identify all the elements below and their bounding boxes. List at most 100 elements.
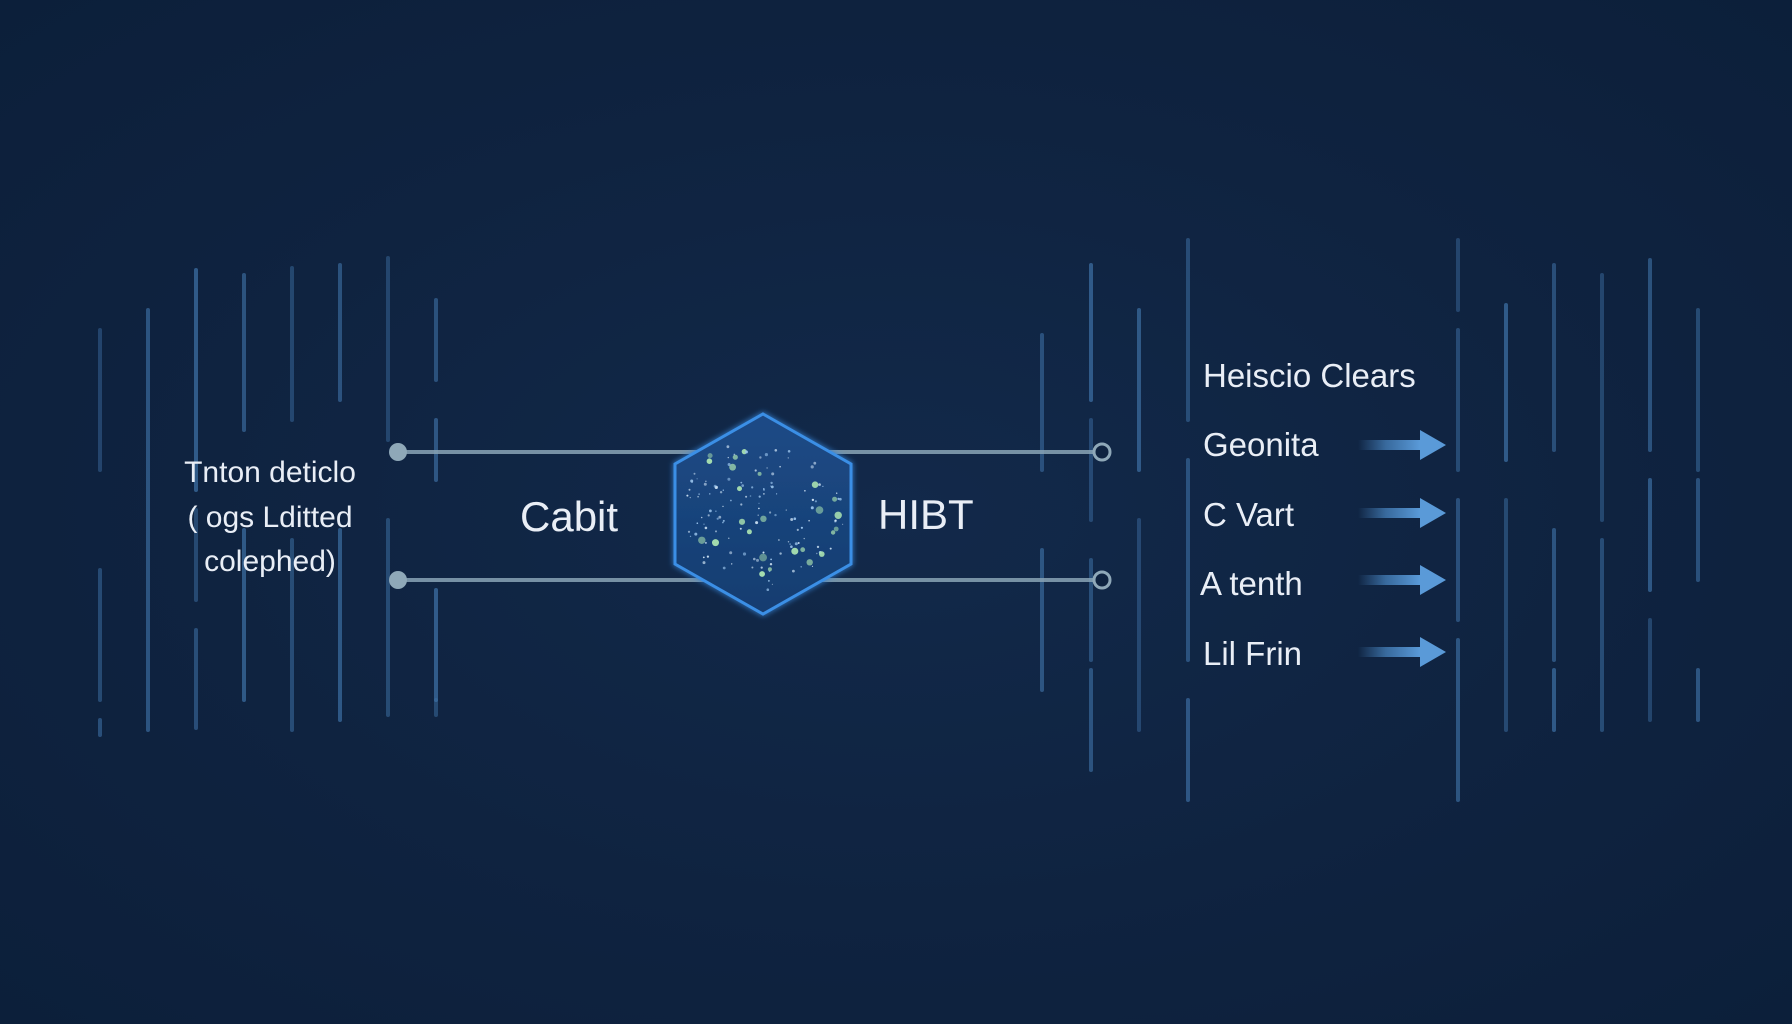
center-left-label: Cabit bbox=[520, 493, 618, 540]
hexagon-star bbox=[694, 532, 698, 536]
hexagon-star bbox=[759, 456, 762, 459]
hexagon-star bbox=[811, 565, 814, 568]
hexagon-star bbox=[758, 495, 761, 498]
hexagon-star bbox=[789, 543, 791, 545]
hexagon-star bbox=[738, 518, 746, 525]
hexagon-star bbox=[753, 557, 756, 561]
hexagon-star bbox=[688, 488, 691, 491]
hexagon-star bbox=[731, 563, 733, 565]
list-item: A tenth bbox=[1200, 565, 1446, 602]
hexagon-star bbox=[804, 490, 806, 492]
arrow-right-icon bbox=[1358, 430, 1446, 460]
list-item: C Vart bbox=[1203, 496, 1446, 533]
hexagon-star bbox=[787, 450, 791, 453]
hexagon-star bbox=[742, 552, 747, 556]
hexagon-star bbox=[709, 493, 711, 495]
hexagon-star bbox=[739, 527, 742, 530]
hexagon-star bbox=[722, 505, 724, 508]
hexagon-star bbox=[703, 523, 705, 525]
hexagon-star bbox=[740, 503, 743, 506]
hexagon-star bbox=[704, 541, 707, 544]
hexagon-star bbox=[760, 515, 767, 522]
list-item: Lil Frin bbox=[1203, 635, 1446, 672]
hexagon-star bbox=[730, 499, 732, 502]
hexagon-star bbox=[722, 521, 724, 524]
hexagon-star bbox=[787, 541, 790, 543]
hexagon-star bbox=[727, 456, 729, 459]
hexagon-star bbox=[769, 563, 773, 566]
hexagon-star bbox=[815, 506, 824, 514]
hexagon-star bbox=[690, 479, 694, 483]
hexagon-star bbox=[787, 457, 789, 459]
hexagon-star bbox=[756, 558, 759, 562]
hexagon-star bbox=[697, 495, 699, 498]
hexagon-star bbox=[722, 489, 724, 491]
hexagon-star bbox=[834, 519, 837, 522]
hexagon-star bbox=[814, 500, 818, 503]
hexagon-star bbox=[811, 481, 819, 489]
hexagon-star bbox=[770, 485, 774, 489]
hexagon-star bbox=[715, 510, 717, 512]
hexagon-star bbox=[778, 539, 780, 541]
arrow-right-icon bbox=[1358, 498, 1446, 528]
list-item-label: A tenth bbox=[1200, 565, 1303, 602]
list-item-label: C Vart bbox=[1203, 496, 1294, 533]
hexagon-star bbox=[791, 547, 799, 555]
hexagon-star bbox=[790, 545, 793, 548]
hexagon-star bbox=[776, 493, 778, 495]
hexagon-star bbox=[745, 450, 748, 454]
hexagon-star bbox=[834, 511, 842, 519]
hexagon-star bbox=[696, 478, 698, 480]
hexagon-shape bbox=[673, 412, 853, 616]
hexagon-star bbox=[755, 521, 759, 525]
hexagon-star bbox=[719, 491, 723, 494]
hexagon-star bbox=[727, 463, 731, 466]
hexagon-star bbox=[796, 528, 799, 532]
hexagon-star bbox=[709, 509, 712, 513]
hexagon-star bbox=[745, 495, 748, 498]
hexagon-star bbox=[762, 551, 765, 554]
hexagon-star bbox=[800, 526, 804, 529]
hexagon-star bbox=[800, 566, 802, 568]
hexagon-star bbox=[837, 497, 840, 500]
hexagon-star bbox=[757, 471, 762, 476]
hexagon-star bbox=[713, 484, 717, 488]
hexagon-star bbox=[729, 551, 733, 555]
right-list-heading: Heiscio Clears bbox=[1203, 357, 1416, 394]
hexagon-star bbox=[766, 588, 770, 591]
hexagon-star bbox=[770, 558, 772, 561]
hexagon-star bbox=[810, 465, 814, 469]
starfield-hexagon-icon bbox=[673, 412, 853, 616]
hexagon-star bbox=[767, 567, 772, 572]
hexagon-star bbox=[758, 507, 760, 510]
hexagon-star bbox=[722, 519, 725, 522]
hexagon-star bbox=[700, 516, 703, 519]
background-stripes bbox=[98, 238, 1700, 802]
hexagon-star bbox=[808, 519, 810, 522]
hexagon-star bbox=[764, 453, 769, 457]
list-item: Geonita bbox=[1203, 426, 1446, 463]
hexagon-star bbox=[740, 481, 743, 484]
hexagon-star bbox=[693, 472, 696, 475]
left-note-line-1: Tnton deticlo bbox=[184, 456, 356, 489]
hexagon-star bbox=[698, 536, 706, 544]
hexagon-star bbox=[779, 552, 782, 555]
hexagon-star bbox=[842, 523, 844, 525]
hexagon-star bbox=[706, 555, 710, 558]
hexagon-star bbox=[718, 515, 722, 519]
hexagon-star bbox=[811, 498, 815, 502]
hexagon-star bbox=[760, 566, 763, 569]
hexagon-star bbox=[686, 494, 689, 497]
hexagon-star bbox=[698, 493, 700, 495]
hexagon-star bbox=[832, 496, 838, 502]
right-list: Heiscio Clears Geonita C Vart A tenth bbox=[1200, 357, 1446, 672]
arrow-right-icon bbox=[1358, 565, 1446, 595]
hexagon-star bbox=[759, 553, 767, 562]
hexagon-star bbox=[728, 537, 730, 539]
hexagon-star bbox=[706, 458, 713, 465]
hexagon-star bbox=[769, 511, 772, 514]
hexagon-star bbox=[687, 530, 691, 533]
hexagon-star bbox=[819, 551, 825, 557]
